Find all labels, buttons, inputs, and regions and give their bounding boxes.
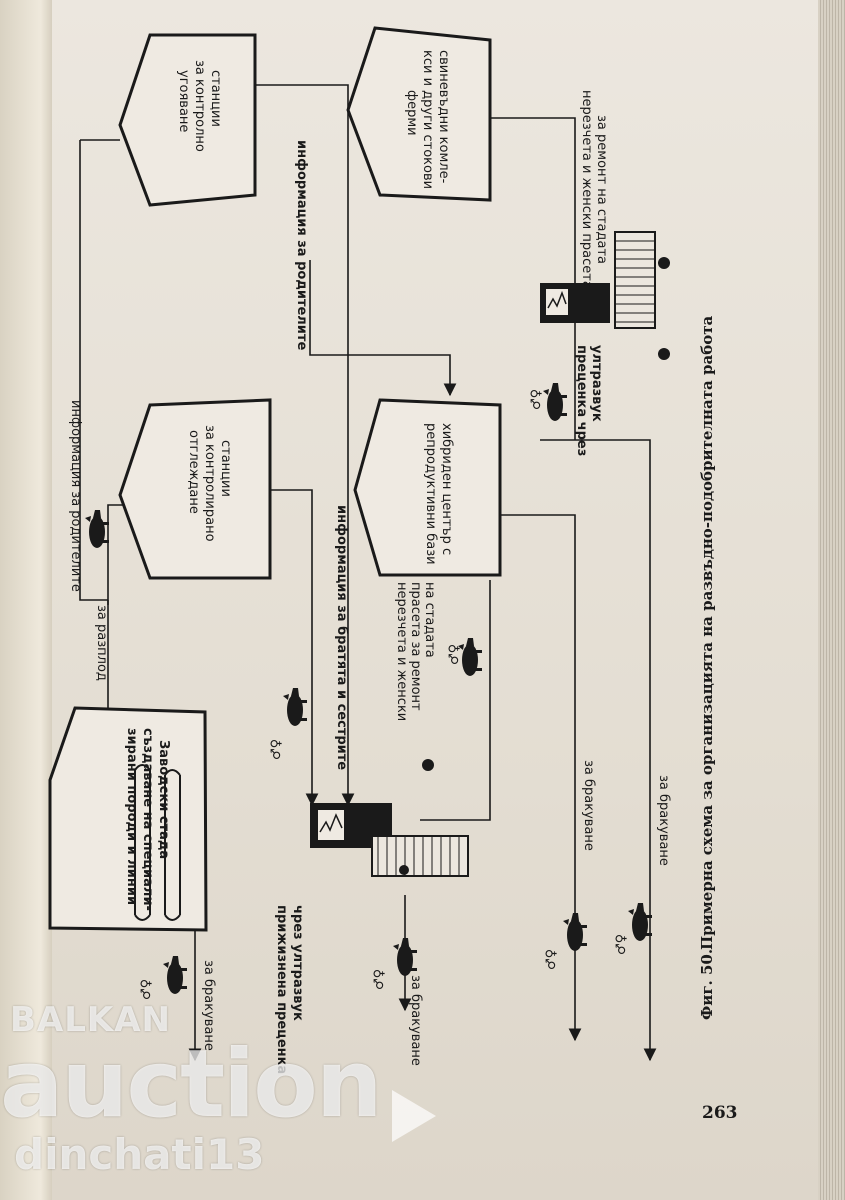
weaning-stations-box: станции за контролирано отглеждане bbox=[118, 398, 272, 580]
fattening-text-1: станции bbox=[208, 70, 223, 127]
culling-label-2: за бракуване bbox=[408, 975, 423, 1066]
herd-repair-1-line-3: на стадата bbox=[422, 582, 437, 658]
complexes-text-1: свиневъдни комле- bbox=[436, 50, 451, 184]
culling-label-3: за бракуване bbox=[581, 760, 596, 851]
watermark-play-icon bbox=[392, 1090, 436, 1142]
lifetime-eval-label-1: прижизнена преценка bbox=[274, 905, 289, 1074]
lifetime-eval-label-2: чрез ултразвук bbox=[290, 905, 305, 1021]
pen-right bbox=[614, 231, 670, 360]
fattening-text-3: угояване bbox=[176, 70, 191, 132]
sex-symbol-icons: ♂♀ ♂♀ ♂♀ ♂♀ ♂♀ ♂♀ ♂♀ bbox=[139, 389, 629, 1000]
sex-symbol-5: ♂♀ bbox=[544, 949, 559, 970]
page-number: 263 bbox=[702, 1103, 738, 1123]
pen-left bbox=[371, 759, 469, 877]
herd-repair-2-line-2: за ремонт на стадата bbox=[594, 115, 609, 264]
complexes-text-2: кси и други стокови bbox=[420, 50, 435, 189]
hybrid-center-box: хибриден център с репродуктивни бази bbox=[353, 398, 502, 577]
fattening-stations-box: станции за контролно угояване bbox=[118, 33, 257, 207]
complexes-text-3: ферми bbox=[404, 90, 419, 136]
book-spine bbox=[0, 0, 58, 1200]
page-edges bbox=[818, 0, 845, 1200]
ultrasound-device-right bbox=[540, 283, 610, 323]
figure-number: Фиг. 50. bbox=[698, 949, 716, 1020]
siblings-info-label: информация за братята и сестрите bbox=[334, 505, 349, 770]
breeding-herd-text-2: създаване на специали- bbox=[140, 728, 155, 911]
breeding-herd-text-3: зирани породи и линии bbox=[124, 728, 139, 905]
watermark-user: dinchati13 bbox=[14, 1130, 265, 1179]
sex-symbol-4: ♂♀ bbox=[447, 644, 462, 665]
watermark-brand-main: auction bbox=[0, 1030, 383, 1139]
eval-ultrasound-label-1: преценка чрез bbox=[574, 345, 589, 456]
connector-lines bbox=[79, 84, 657, 1062]
sex-symbol-7: ♂♀ bbox=[529, 389, 544, 410]
breeding-herd-box: Заводски стада създаване на специали- зи… bbox=[48, 706, 208, 932]
figure-caption: Примерна схема за организацията на развъ… bbox=[698, 316, 716, 950]
herd-repair-2-line-1: нерезчета и женски прасета bbox=[579, 90, 594, 289]
weaning-text-1: станции bbox=[218, 440, 233, 497]
sex-symbol-3: ♂♀ bbox=[372, 969, 387, 990]
for-breeding-label: за разплод bbox=[94, 605, 109, 681]
pig-outline-icons bbox=[134, 764, 181, 921]
pig-complexes-box: свиневъдни комле- кси и други стокови фе… bbox=[346, 26, 492, 202]
sex-symbol-2: ♂♀ bbox=[269, 739, 284, 760]
weaning-text-2: за контролирано bbox=[202, 425, 217, 542]
weaning-text-3: отглеждане bbox=[186, 430, 201, 514]
culling-label-1: за бракуване bbox=[201, 960, 216, 1051]
parents-info-label-mid: информация за родителите bbox=[294, 140, 309, 350]
hybrid-text-2: репродуктивни бази bbox=[423, 423, 438, 565]
breeding-herd-text-1: Заводски стада bbox=[156, 740, 171, 859]
sex-symbol-6: ♂♀ bbox=[614, 934, 629, 955]
eval-ultrasound-label-2: ултразвук bbox=[589, 345, 604, 422]
parents-info-label-top: информация за родителите bbox=[68, 400, 83, 592]
watermark-brand-top: BALKAN bbox=[10, 1000, 172, 1040]
fattening-text-2: за контролно bbox=[192, 60, 207, 152]
hybrid-text-1: хибриден център с bbox=[439, 423, 454, 555]
culling-label-4: за бракуване bbox=[656, 775, 671, 866]
herd-repair-1-line-1: нерезчета и женски bbox=[394, 582, 409, 721]
herd-repair-1-line-2: прасета за ремонт bbox=[408, 582, 423, 711]
sex-symbol-1: ♂♀ bbox=[139, 979, 154, 1000]
